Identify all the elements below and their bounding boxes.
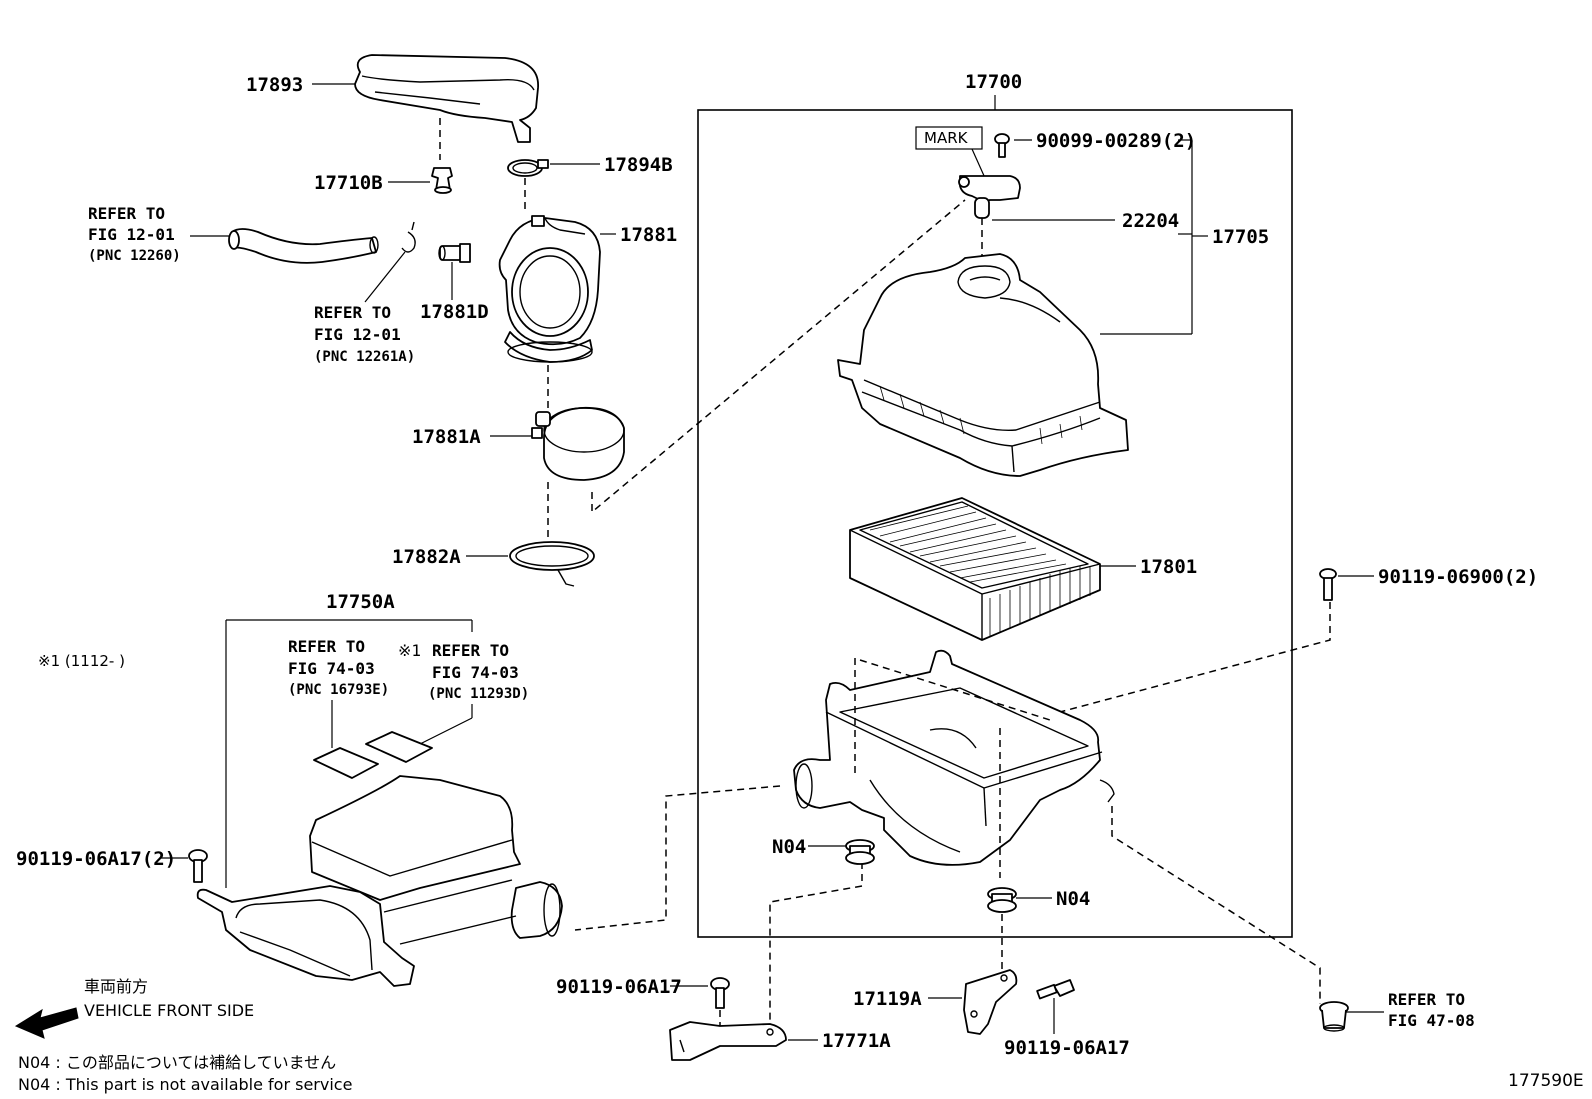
label-n04-a: N04: [772, 836, 806, 858]
duct-17750A: [196, 775, 563, 987]
label-17894B: 17894B: [604, 154, 673, 176]
label-90119-06A17-2: 90119-06A17(2): [16, 848, 176, 870]
figure-number: 177590E: [1508, 1071, 1584, 1091]
label-17882A: 17882A: [392, 546, 461, 568]
n04-note-en: N04 : This part is not available for ser…: [18, 1075, 352, 1094]
front-jp: 車両前方: [84, 977, 148, 996]
clip: [401, 221, 416, 253]
star-note: ※1 (1112- ): [38, 652, 125, 670]
label-sticker-a: [313, 747, 379, 779]
ref3-title: REFER TO: [288, 637, 365, 656]
label-90099: 90099-00289(2): [1036, 130, 1196, 152]
clamp-17894B: [507, 159, 549, 177]
ref4-title: REFER TO: [432, 641, 509, 660]
mark-label: MARK: [924, 129, 969, 147]
resonator-17893: [354, 54, 539, 143]
fitting-17881D: [438, 243, 471, 263]
label-17750A: 17750A: [326, 591, 395, 613]
label-90119-06A17-a: 90119-06A17: [556, 976, 682, 998]
label-17801: 17801: [1140, 556, 1197, 578]
ref5-title: REFER TO: [1388, 990, 1465, 1009]
label-17705: 17705: [1212, 226, 1269, 248]
hose: [228, 228, 379, 264]
n04-note-jp: N04 : この部品については補給していません: [18, 1053, 336, 1072]
bolt-90099: [994, 133, 1010, 158]
label-17881A: 17881A: [412, 426, 481, 448]
lower-case: [793, 649, 1115, 866]
label-17710B: 17710B: [314, 172, 383, 194]
ref1-fig: FIG 12-01: [88, 225, 175, 244]
ref3-fig: FIG 74-03: [288, 659, 375, 678]
bolt-90119-06A17-a: [710, 977, 730, 1009]
label-17700: 17700: [965, 71, 1022, 93]
label-n04-b: N04: [1056, 888, 1090, 910]
label-17881: 17881: [620, 224, 677, 246]
filter-17801: [849, 497, 1101, 641]
sensor-22204: [958, 175, 1021, 219]
ref4-fig: FIG 74-03: [432, 663, 519, 682]
bracket-17771A: [669, 1021, 787, 1061]
bolt-90119-06A17-2: [188, 849, 208, 883]
bolt-90119-06A17-b: [1036, 979, 1075, 1000]
ring-17881A: [531, 406, 625, 481]
ref1-pnc: (PNC 12260): [88, 248, 181, 264]
ref1-title: REFER TO: [88, 204, 165, 223]
ref2-title: REFER TO: [314, 303, 391, 322]
mark-box: [915, 126, 983, 150]
bracket-17119A: [963, 969, 1018, 1035]
label-17881D: 17881D: [420, 301, 489, 323]
ref3-pnc: (PNC 16793E): [288, 682, 389, 698]
clamp-17882A: [509, 541, 595, 587]
label-90119-06A17-b: 90119-06A17: [1004, 1037, 1130, 1059]
label-17771A: 17771A: [822, 1030, 891, 1052]
label-22204: 22204: [1122, 210, 1179, 232]
label-sticker-b: [365, 731, 433, 763]
ref2-fig: FIG 12-01: [314, 325, 401, 344]
front-en: VEHICLE FRONT SIDE: [84, 1001, 254, 1020]
inlet-17881: [498, 215, 601, 363]
ref2-pnc: (PNC 12261A): [314, 349, 415, 365]
ref4-pnc: (PNC 11293D): [428, 686, 529, 702]
grommet-n04-a: [845, 839, 875, 865]
bolt-90119-06900: [1319, 568, 1337, 601]
label-90119-06900: 90119-06900(2): [1378, 566, 1538, 588]
clip-47-08: [1319, 1001, 1349, 1032]
grommet-n04-b: [987, 887, 1017, 913]
upper-case-17705: [837, 253, 1129, 477]
label-17893: 17893: [246, 74, 303, 96]
label-17119A: 17119A: [853, 988, 922, 1010]
front-arrow-icon: [14, 1007, 79, 1039]
grommet-17710B: [431, 167, 453, 194]
ref5-fig: FIG 47-08: [1388, 1011, 1475, 1030]
ref4-prefix: ※1: [398, 641, 421, 660]
